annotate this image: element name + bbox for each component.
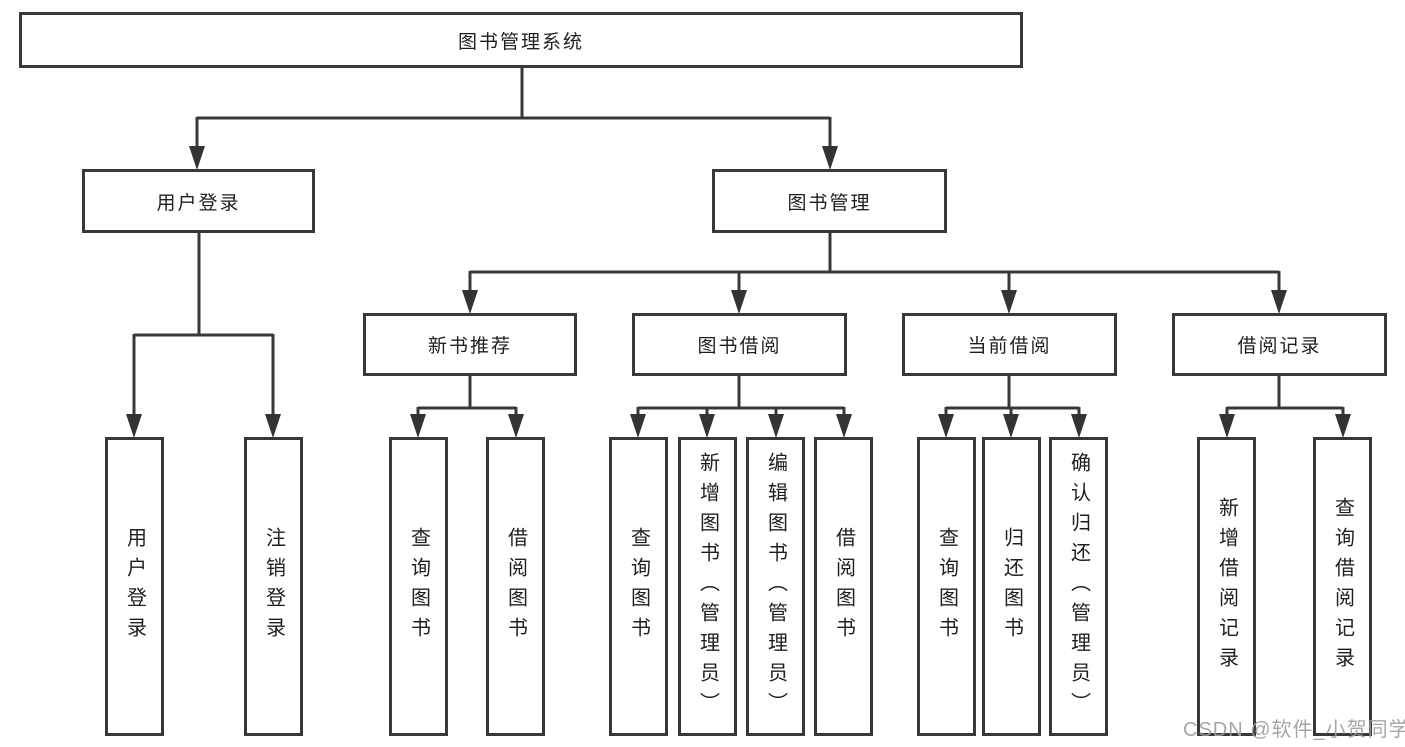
node-new-book-recommend: 新书推荐 bbox=[363, 313, 577, 376]
node-library-system-label: 图书管理系统 bbox=[457, 31, 584, 53]
leaf-add-borrow-record: 新增借阅记录 bbox=[1197, 437, 1256, 736]
node-book-borrow-label: 图书借阅 bbox=[697, 336, 782, 357]
leaf-borrow-books-2: 借阅图书 bbox=[814, 437, 873, 736]
leaf-logout-login: 注销登录 bbox=[244, 437, 303, 736]
leaf-add-borrow-record-label: 新增借阅记录 bbox=[1215, 496, 1238, 677]
node-book-management-label: 图书管理 bbox=[787, 192, 872, 214]
leaf-query-books-2: 查询图书 bbox=[609, 437, 668, 736]
leaf-logout-login-label: 注销登录 bbox=[262, 526, 285, 647]
leaf-query-books-3-label: 查询图书 bbox=[935, 526, 958, 647]
leaf-edit-book-admin: 编辑图书（管理员） bbox=[746, 437, 805, 736]
leaf-add-book-admin: 新增图书（管理员） bbox=[678, 437, 737, 736]
leaf-edit-book-admin-label: 编辑图书（管理员） bbox=[764, 451, 787, 722]
leaf-query-books-3: 查询图书 bbox=[917, 437, 976, 736]
leaf-borrow-books-1-label: 借阅图书 bbox=[504, 526, 527, 647]
leaf-borrow-books-1: 借阅图书 bbox=[486, 437, 545, 736]
node-new-book-recommend-label: 新书推荐 bbox=[427, 336, 512, 357]
node-borrow-records-label: 借阅记录 bbox=[1237, 336, 1322, 357]
node-user-login-label: 用户登录 bbox=[156, 192, 241, 214]
leaf-query-borrow-record-label: 查询借阅记录 bbox=[1331, 496, 1354, 677]
leaf-query-books-1: 查询图书 bbox=[389, 437, 448, 736]
node-book-management: 图书管理 bbox=[712, 169, 947, 233]
node-current-borrow-label: 当前借阅 bbox=[967, 336, 1052, 357]
csdn-watermark: CSDN @软件_小贺同学 bbox=[1183, 719, 1405, 741]
leaf-user-login-label: 用户登录 bbox=[123, 526, 146, 647]
leaf-add-book-admin-label: 新增图书（管理员） bbox=[696, 451, 719, 722]
leaf-user-login: 用户登录 bbox=[105, 437, 164, 736]
node-user-login: 用户登录 bbox=[82, 169, 315, 233]
leaf-confirm-return-admin-label: 确认归还（管理员） bbox=[1067, 451, 1090, 722]
node-current-borrow: 当前借阅 bbox=[902, 313, 1117, 376]
node-borrow-records: 借阅记录 bbox=[1172, 313, 1387, 376]
node-library-system: 图书管理系统 bbox=[19, 12, 1023, 68]
leaf-query-books-2-label: 查询图书 bbox=[627, 526, 650, 647]
leaf-query-borrow-record: 查询借阅记录 bbox=[1313, 437, 1372, 736]
leaf-return-books: 归还图书 bbox=[982, 437, 1041, 736]
leaf-return-books-label: 归还图书 bbox=[1000, 526, 1023, 647]
node-book-borrow: 图书借阅 bbox=[632, 313, 847, 376]
leaf-confirm-return-admin: 确认归还（管理员） bbox=[1049, 437, 1108, 736]
leaf-borrow-books-2-label: 借阅图书 bbox=[832, 526, 855, 647]
leaf-query-books-1-label: 查询图书 bbox=[407, 526, 430, 647]
arrowhead-icons bbox=[126, 146, 1351, 438]
